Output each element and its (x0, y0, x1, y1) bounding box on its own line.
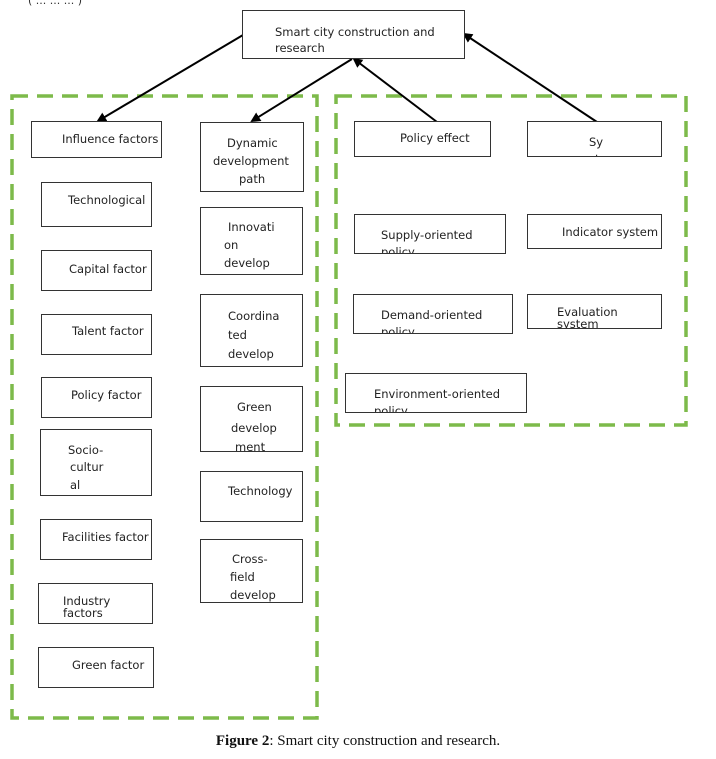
node-label: Cross- (232, 552, 268, 566)
root-box: Smart city construction and research (242, 10, 465, 59)
node-label: Innovati (228, 220, 275, 234)
node-label: Policy factor (71, 388, 142, 402)
technological-box: Technological (41, 182, 152, 227)
node-label: Influence factors (62, 132, 159, 146)
node-label: Green (237, 400, 272, 414)
facilities-factor-box: Facilities factor (40, 519, 152, 560)
arrow-from-system (462, 32, 598, 123)
demand-oriented-policy-box: Demand-oriented policy (353, 294, 513, 334)
node-label: Demand-oriented (381, 308, 483, 322)
figure-caption: Figure 2: Smart city construction and re… (0, 733, 716, 750)
figure-caption-text: : Smart city construction and research. (269, 733, 501, 749)
industry-factors-box: Industry factors (38, 583, 153, 624)
node-label: Environment-oriented (374, 387, 501, 401)
green-development-box: Green develop ment (200, 386, 303, 452)
supply-oriented-policy-box: Supply-oriented policy (354, 214, 506, 254)
node-label: Technology (228, 484, 293, 498)
socio-cultural-box: Socio- cultur al (40, 429, 152, 496)
root-line: Smart city construction and (275, 25, 435, 39)
arrow-from-policy-effect (352, 57, 438, 123)
dynamic-development-path-box: Dynamic development path (200, 122, 304, 192)
policy-factor-box: Policy factor (41, 377, 152, 418)
policy-effect-box: Policy effect (354, 121, 491, 157)
node-label: Facilities factor (62, 530, 149, 544)
figure-label: Figure 2 (215, 733, 270, 749)
top-text-fragment: ( ... ... ... ) (28, 0, 83, 7)
influence-factors-box: Influence factors (31, 121, 162, 158)
node-label: Evaluation system (557, 305, 618, 329)
node-label: ted (228, 327, 247, 342)
node-label: path (239, 171, 266, 186)
right-dashed-group (334, 94, 688, 427)
node-label: cultur (70, 460, 104, 475)
node-label: ste (589, 151, 661, 156)
node-label: Supply-oriented (381, 228, 473, 242)
node-label: on (224, 237, 239, 252)
talent-factor-box: Talent factor (41, 314, 152, 355)
node-label: Indicator system (562, 225, 659, 239)
node-label: Industry factors (63, 594, 111, 620)
node-label: Green factor (72, 658, 145, 672)
evaluation-system-box: Evaluation system (527, 294, 662, 329)
node-label: Talent factor (72, 324, 144, 338)
node-label: develop (230, 587, 276, 602)
node-label: policy (381, 244, 415, 254)
node-label: Policy effect (400, 131, 470, 145)
node-label: Sy (589, 135, 604, 149)
node-label: Technological (68, 193, 146, 207)
coordinated-development-box: Coordina ted develop (200, 294, 303, 367)
system-box: Sy ste (527, 121, 662, 157)
root-line: research (275, 41, 325, 56)
node-label: development (213, 153, 289, 168)
node-label: Socio- (68, 443, 104, 457)
technology-box: Technology (200, 471, 303, 522)
cross-field-development-box: Cross- field develop (200, 539, 303, 603)
node-label: develop (231, 421, 277, 436)
arrow-to-dynamic-development-path (250, 58, 353, 123)
indicator-system-box: Indicator system (527, 214, 662, 249)
left-dashed-group (10, 94, 319, 720)
node-label: Coordina (228, 309, 280, 323)
node-label: policy (374, 403, 408, 413)
node-label: al (70, 477, 81, 492)
green-factor-box: Green factor (38, 647, 154, 688)
node-label: Capital factor (69, 262, 147, 276)
capital-factor-box: Capital factor (41, 250, 152, 291)
node-label: field (230, 569, 255, 584)
environment-oriented-policy-box: Environment-oriented policy (345, 373, 527, 413)
arrow-to-influence-factors (96, 34, 244, 123)
node-label: ment (235, 439, 266, 452)
node-label: develop (224, 255, 270, 270)
node-label: policy (381, 324, 415, 334)
innovation-development-box: Innovati on develop (200, 207, 303, 275)
node-label: Dynamic (227, 136, 278, 150)
node-label: develop (228, 346, 274, 361)
